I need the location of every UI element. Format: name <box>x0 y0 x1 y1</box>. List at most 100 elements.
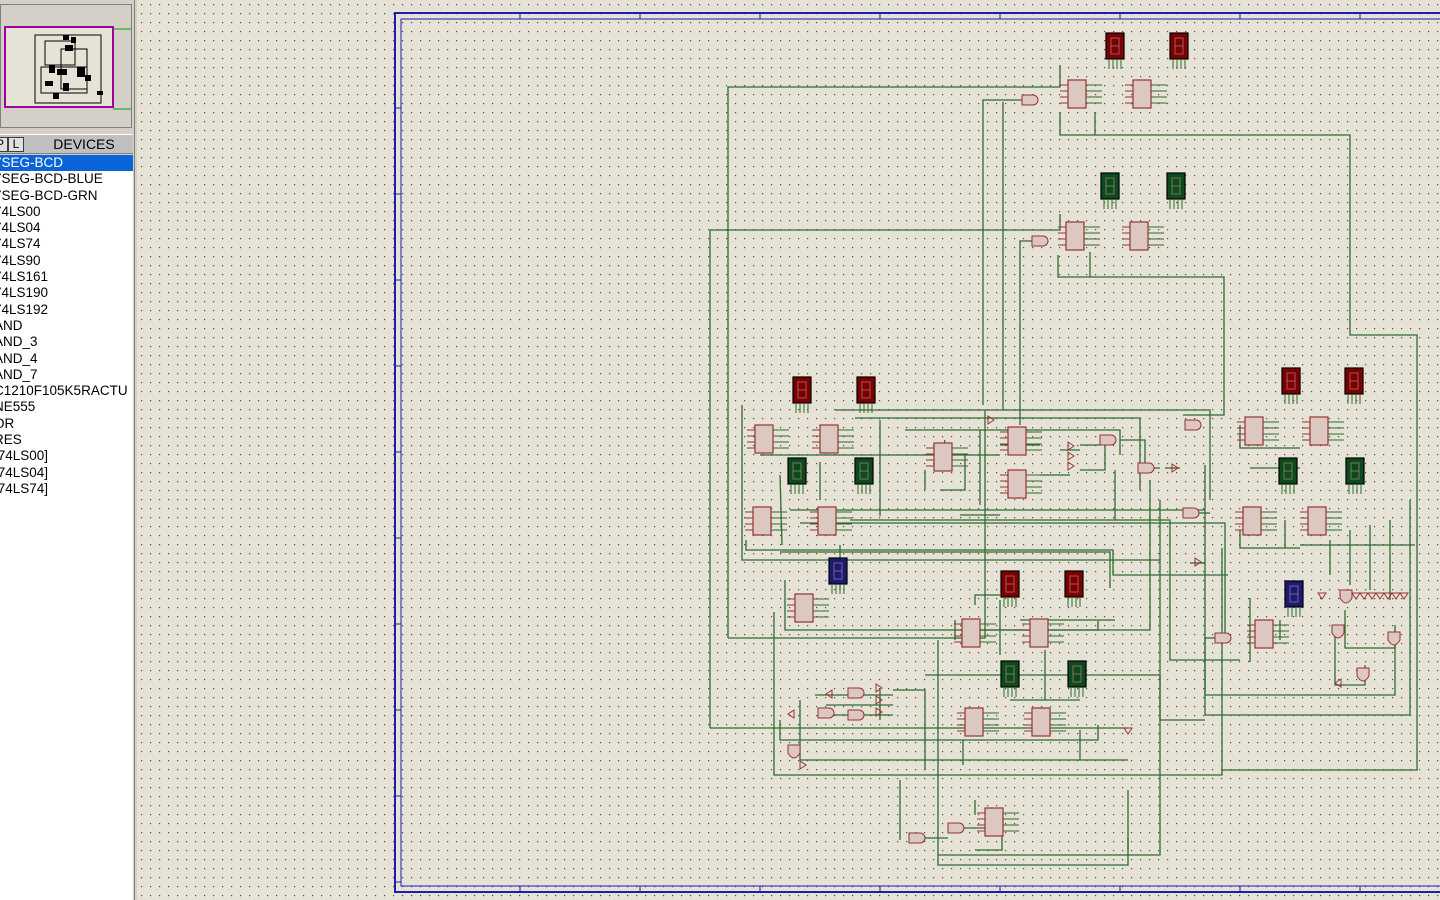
and-gate <box>1021 94 1039 106</box>
terminal-arrow <box>1359 592 1369 600</box>
ic-chip <box>1122 221 1164 251</box>
ic-chip <box>747 424 789 454</box>
ic-chip <box>1058 221 1100 251</box>
device-list-item[interactable]: C1210F105K5RACTU <box>0 383 128 399</box>
and-gate <box>1099 434 1117 446</box>
ic-chip <box>954 618 996 648</box>
schematic-canvas[interactable] <box>137 0 1440 900</box>
seven-segment-display <box>856 376 876 413</box>
device-list-item[interactable]: AND_7 <box>0 366 38 382</box>
seven-segment-display <box>1169 32 1189 69</box>
and-gate <box>1182 507 1200 519</box>
device-list-item[interactable]: AND_4 <box>0 350 38 366</box>
device-list-item[interactable]: 74LS190 <box>0 285 49 301</box>
pick-devices-button[interactable]: P <box>0 137 8 152</box>
seven-segment-display <box>1000 660 1020 697</box>
or-gate <box>1339 589 1353 604</box>
overview-window[interactable] <box>0 4 132 128</box>
terminal-arrow <box>787 709 795 719</box>
device-list-item[interactable]: [74LS74] <box>0 480 49 496</box>
seven-segment-display <box>1344 367 1364 404</box>
ic-chip <box>977 807 1019 837</box>
wire <box>1239 530 1300 549</box>
ic-chip <box>810 506 852 536</box>
terminal-arrow <box>1317 592 1327 600</box>
terminal-arrow <box>875 695 883 705</box>
device-list-item[interactable]: 74LS161 <box>0 269 49 285</box>
device-list-item[interactable]: AND <box>0 317 23 333</box>
terminal-arrow <box>875 707 883 717</box>
devices-title: DEVICES <box>53 136 115 152</box>
seven-segment-display <box>854 457 874 494</box>
ic-chip <box>1300 506 1342 536</box>
terminal-arrow <box>987 415 995 425</box>
device-list-item[interactable]: NE555 <box>0 399 36 415</box>
device-list-item[interactable]: 74LS00 <box>0 203 41 219</box>
seven-segment-display <box>787 457 807 494</box>
seven-segment-display <box>1278 457 1298 494</box>
seven-segment-display <box>1067 660 1087 697</box>
ic-chip <box>745 506 787 536</box>
wire <box>1080 440 1106 471</box>
ic-chip <box>1125 79 1167 109</box>
terminal-arrow <box>799 760 807 770</box>
device-list-item[interactable]: RES <box>0 432 22 448</box>
and-gate <box>1031 235 1049 247</box>
ic-chip <box>957 707 999 737</box>
overview-thumbnail <box>4 26 131 110</box>
or-gate <box>787 744 801 759</box>
library-manager-button[interactable]: L <box>8 137 24 152</box>
wire <box>925 674 1161 856</box>
ic-chips <box>745 79 1344 837</box>
terminal-arrow <box>1399 592 1409 600</box>
logic-gates <box>787 94 1409 844</box>
wire <box>1204 465 1411 716</box>
terminal-arrow <box>825 689 833 699</box>
terminal-arrow <box>1123 727 1133 735</box>
terminal-arrow <box>1334 678 1342 688</box>
seven-segment-display <box>1281 367 1301 404</box>
and-gate <box>817 707 835 719</box>
wire <box>1204 637 1396 696</box>
terminal-arrow <box>1194 557 1202 567</box>
device-list-item[interactable]: 7SEG-BCD-BLUE <box>0 171 103 187</box>
device-list[interactable]: 7SEG-BCD7SEG-BCD-BLUE7SEG-BCD-GRN74LS007… <box>0 155 133 900</box>
device-list-item[interactable]: 7SEG-BCD <box>0 155 133 172</box>
and-gate <box>1214 632 1232 644</box>
and-gate <box>1184 419 1202 431</box>
wire <box>974 594 1000 605</box>
devices-header: P L DEVICES <box>0 134 133 154</box>
device-list-item[interactable]: [74LS00] <box>0 448 49 464</box>
left-panel: P L DEVICES 7SEG-BCD7SEG-BCD-BLUE7SEG-BC… <box>0 0 135 900</box>
wire <box>709 214 1061 728</box>
ic-chip <box>1022 618 1064 648</box>
ic-chip <box>1302 416 1344 446</box>
device-list-item[interactable]: 7SEG-BCD-GRN <box>0 187 98 203</box>
terminal-arrow <box>1067 451 1075 461</box>
wire <box>773 548 1223 776</box>
wire <box>982 99 1023 405</box>
device-list-item[interactable]: 74LS04 <box>0 220 41 236</box>
device-list-item[interactable]: [74LS04] <box>0 464 49 480</box>
seven-segment-display <box>1064 570 1084 607</box>
terminal-arrow <box>1171 463 1179 473</box>
device-list-item[interactable]: 74LS74 <box>0 236 41 252</box>
wire <box>1019 240 1033 425</box>
seven-segment-display <box>1000 570 1020 607</box>
wire <box>741 405 1160 561</box>
ic-chip <box>1000 426 1042 456</box>
wire <box>940 455 966 491</box>
wire <box>1239 425 1300 449</box>
or-gate <box>1387 631 1401 646</box>
seven-segment-displays <box>787 32 1365 697</box>
device-list-item[interactable]: 74LS192 <box>0 301 49 317</box>
wires <box>709 65 1418 866</box>
seven-segment-display <box>792 376 812 413</box>
device-list-item[interactable]: 74LS90 <box>0 252 41 268</box>
wire <box>835 409 1211 500</box>
wire <box>937 640 1129 866</box>
ic-chip <box>1060 79 1102 109</box>
device-list-item[interactable]: OR <box>0 415 15 431</box>
device-list-item[interactable]: AND_3 <box>0 334 38 350</box>
ic-chip <box>1247 619 1289 649</box>
